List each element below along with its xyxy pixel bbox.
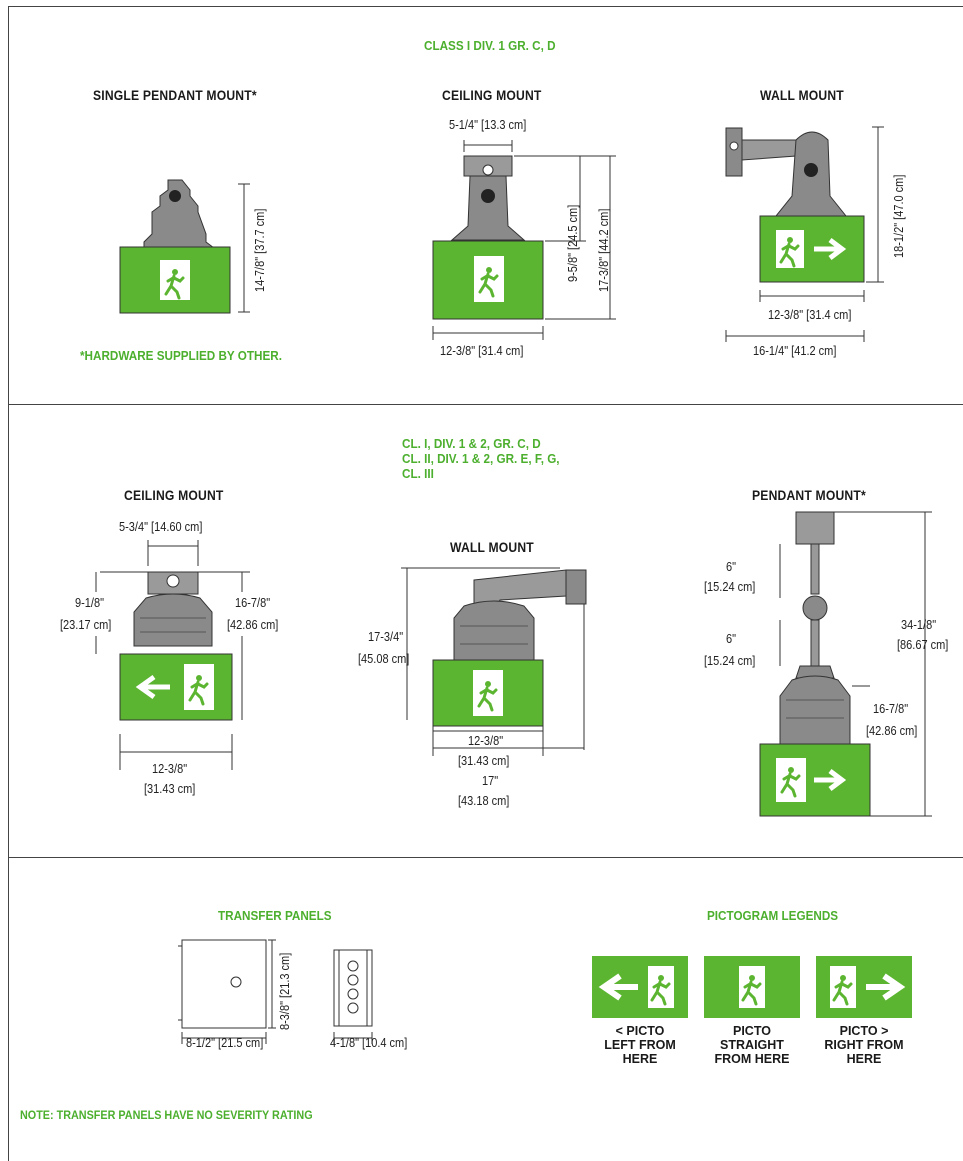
transfer-panel-side (333, 949, 373, 1044)
caption-line: HERE (846, 1052, 882, 1066)
wall-width-dim: 12-3/8" [31.4 cm] (768, 308, 852, 322)
transfer-panels-title: TRANSFER PANELS (218, 908, 332, 923)
pendant-lower-cm: [42.86 cm] (866, 724, 918, 738)
ceiling-mount-title-1: CEILING MOUNT (442, 88, 542, 103)
ceiling2-top-width-dim: 5-3/4" [14.60 cm] (119, 520, 203, 534)
caption-line: PICTO (733, 1024, 771, 1038)
ceiling2-width-dim: 12-3/8" (152, 762, 188, 776)
picto-left-sign (592, 956, 688, 1018)
ceiling-mount-drawing-1 (432, 140, 616, 340)
transfer-panels-drawing (182, 753, 266, 754)
pendant-seg1-cm: [15.24 cm] (704, 580, 756, 594)
wall-mount-drawing-2 (401, 567, 587, 756)
transfer-width-dim: 8-1/2" [21.5 cm] (186, 1036, 264, 1050)
ceiling-top-width-dim: 5-1/4" [13.3 cm] (449, 118, 527, 132)
pendant-total-dim: 34-1/8" (901, 618, 937, 632)
ceiling-mount-drawing-2 (95, 540, 250, 770)
pendant-seg2-cm: [15.24 cm] (704, 654, 756, 668)
ceiling-width-dim: 12-3/8" [31.4 cm] (440, 344, 524, 358)
ceiling2-width-cm: [31.43 cm] (144, 782, 196, 796)
ceiling2-right-height-dim: 16-7/8" (235, 596, 271, 610)
section2-heading-line: CL. I, DIV. 1 & 2, GR. C, D (402, 436, 541, 451)
caption-line: HERE (622, 1052, 658, 1066)
section2-heading-line: CL. II, DIV. 1 & 2, GR. E, F, G, (402, 451, 560, 466)
ceiling2-right-height-cm: [42.86 cm] (227, 618, 279, 632)
caption-line: RIGHT FROM (824, 1038, 904, 1052)
wall-depth-dim: 16-1/4" [41.2 cm] (753, 344, 837, 358)
section1-heading: CLASS I DIV. 1 GR. C, D (424, 38, 556, 53)
ceiling-partial-height-dim: 9-5/8" [24.5 cm] (566, 204, 580, 282)
transfer-height-dim: 8-3/8" [21.3 cm] (278, 952, 292, 1030)
pendant-seg1-dim: 6" (726, 560, 737, 574)
caption-line: < PICTO (615, 1024, 665, 1038)
pendant-mount-drawing (759, 511, 932, 817)
ceiling-height-dim: 17-3/8" [44.2 cm] (597, 208, 611, 292)
transfer-depth-dim: 4-1/8" [10.4 cm] (330, 1036, 408, 1050)
pendant-seg2-dim: 6" (726, 632, 737, 646)
ceiling-mount-title-2: CEILING MOUNT (124, 488, 224, 503)
picto-right-caption: PICTO > RIGHT FROM HERE (809, 1024, 919, 1066)
caption-line: LEFT FROM (604, 1038, 676, 1052)
wall2-width-dim: 12-3/8" (468, 734, 504, 748)
picto-left-caption: < PICTO LEFT FROM HERE (585, 1024, 695, 1066)
wall-mount-drawing-1 (725, 126, 884, 342)
pictogram-legends-title: PICTOGRAM LEGENDS (707, 908, 839, 923)
section-divider (8, 404, 963, 405)
section2-heading: CL. I, DIV. 1 & 2, GR. C, D CL. II, DIV.… (402, 436, 560, 481)
document-frame (8, 6, 963, 1161)
wall2-height-cm: [45.08 cm] (358, 652, 410, 666)
transfer-panels-note: NOTE: TRANSFER PANELS HAVE NO SEVERITY R… (20, 1108, 313, 1122)
wall2-depth-dim: 17" (482, 774, 499, 788)
section2-heading-line: CL. III (402, 466, 434, 481)
pendant-lower-dim: 16-7/8" (873, 702, 909, 716)
caption-line: PICTO > (839, 1024, 889, 1038)
picto-straight-caption: PICTO STRAIGHT FROM HERE (697, 1024, 807, 1066)
pendant-mount-title: PENDANT MOUNT* (752, 488, 866, 503)
ceiling2-left-height-cm: [23.17 cm] (60, 618, 112, 632)
caption-line: FROM HERE (714, 1052, 790, 1066)
pendant-total-cm: [86.67 cm] (897, 638, 949, 652)
wall2-depth-cm: [43.18 cm] (458, 794, 510, 808)
wall2-width-cm: [31.43 cm] (458, 754, 510, 768)
caption-line: STRAIGHT (720, 1038, 784, 1052)
picto-straight-sign (704, 956, 800, 1018)
ceiling2-left-height-dim: 9-1/8" (75, 596, 104, 610)
wall-mount-title-1: WALL MOUNT (760, 88, 844, 103)
wall-height-dim: 18-1/2" [47.0 cm] (892, 174, 906, 258)
transfer-panel-front (178, 939, 276, 1044)
single-pendant-height-dim: 14-7/8" [37.7 cm] (253, 208, 267, 292)
section-divider (8, 857, 963, 858)
wall-mount-title-2: WALL MOUNT (450, 540, 534, 555)
single-pendant-title: SINGLE PENDANT MOUNT* (93, 88, 257, 103)
single-pendant-drawing (119, 179, 250, 314)
picto-right-sign (816, 956, 912, 1018)
hardware-note: *HARDWARE SUPPLIED BY OTHER. (80, 348, 282, 363)
wall2-height-dim: 17-3/4" (368, 630, 404, 644)
